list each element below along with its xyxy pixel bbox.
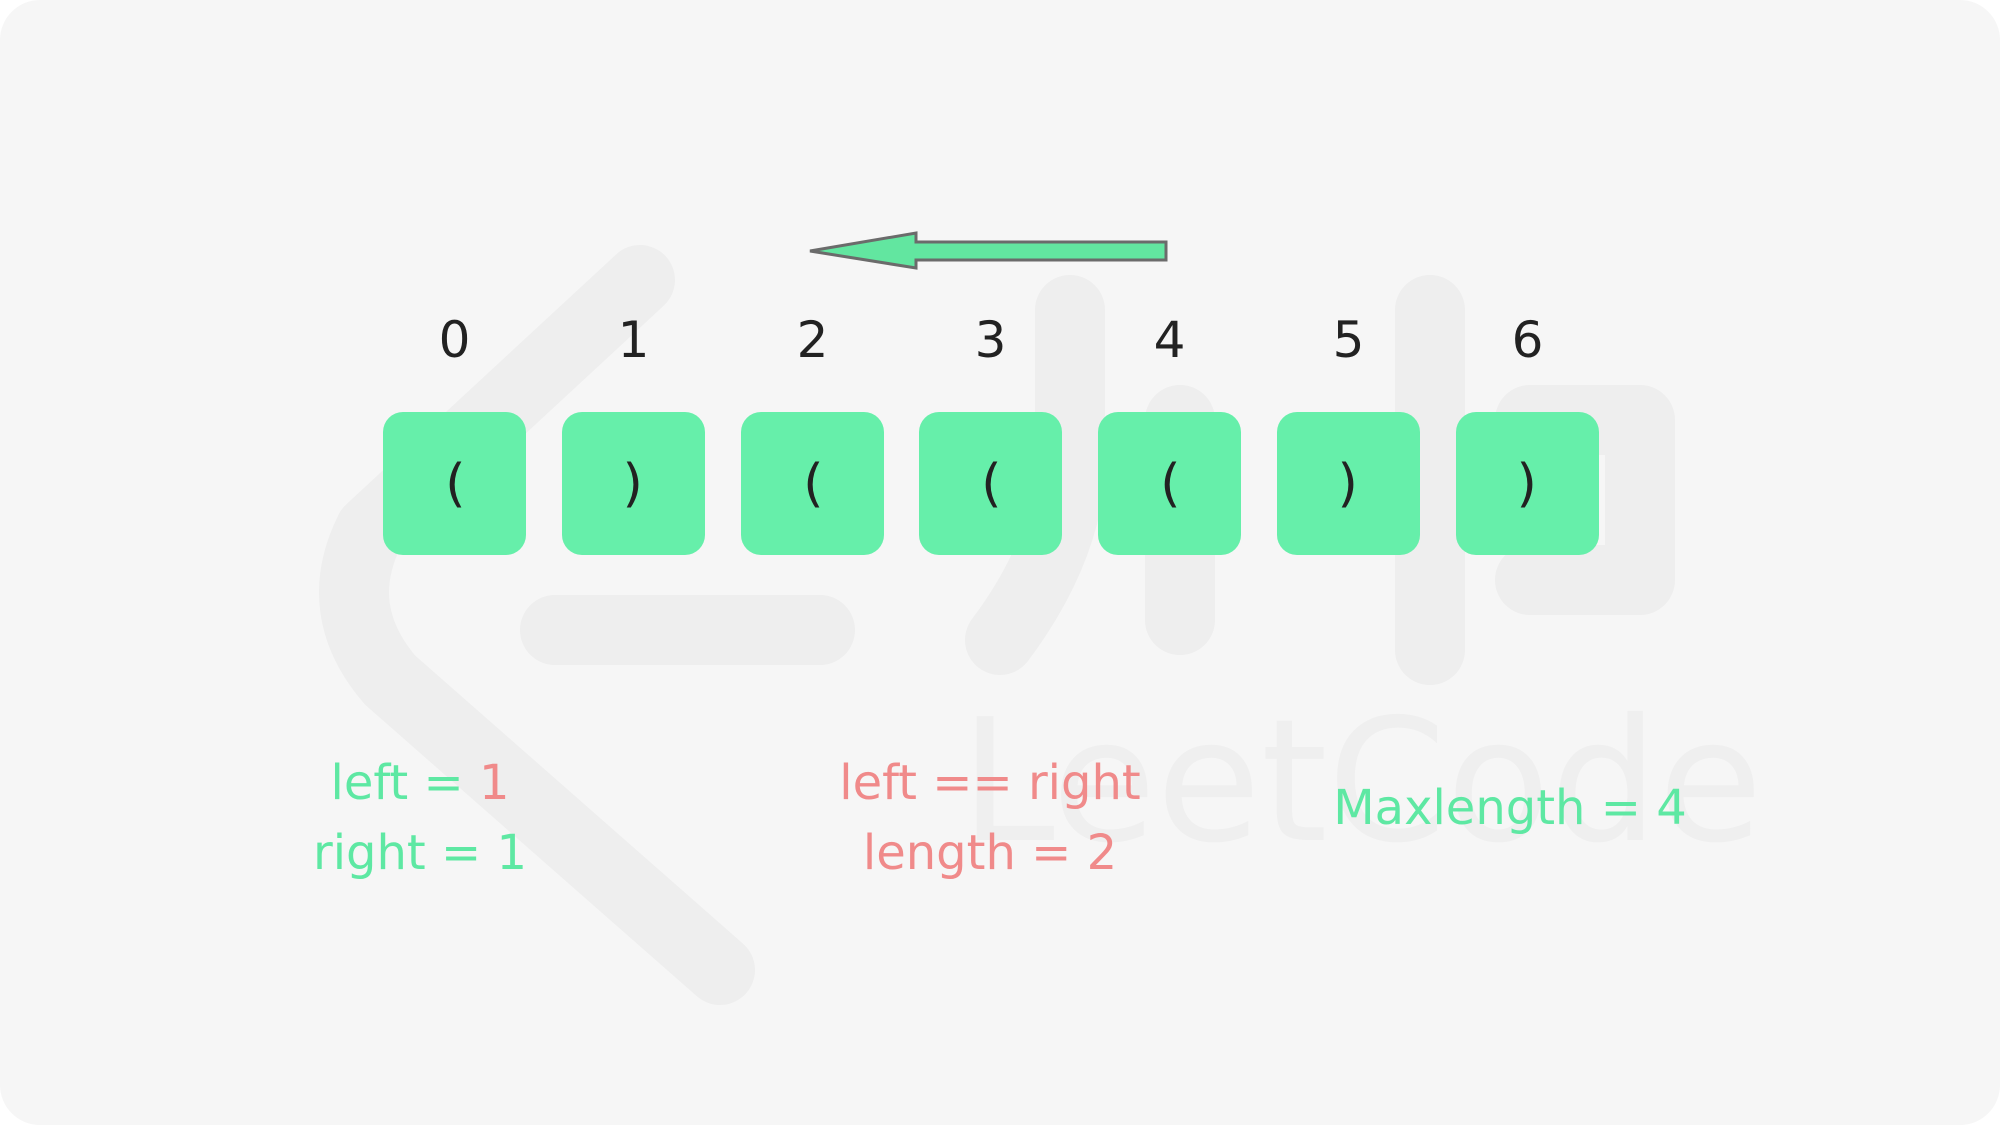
paren-char: ): [1332, 453, 1365, 514]
length-text: length = 2: [862, 825, 1118, 881]
paren-cell: (: [741, 412, 884, 555]
watermark-chevron: [319, 245, 755, 1005]
paren-cell: (: [1098, 412, 1241, 555]
watermark-stroke-1: [965, 275, 1105, 675]
arrow-shape: [809, 231, 1168, 270]
index-label: 0: [438, 311, 471, 369]
right-counter-value: 1: [496, 825, 528, 881]
index-label: 1: [617, 311, 650, 369]
index-label: 6: [1511, 311, 1544, 369]
index-label: 4: [1153, 311, 1186, 369]
paren-cell: ): [562, 412, 705, 555]
paren-char: ): [617, 453, 650, 514]
index-label: 2: [796, 311, 829, 369]
paren-char: (: [796, 453, 829, 514]
paren-cell: ): [1456, 412, 1599, 555]
paren-cell: (: [383, 412, 526, 555]
index-label: 5: [1332, 311, 1365, 369]
paren-cell: ): [1277, 412, 1420, 555]
paren-cell: (: [919, 412, 1062, 555]
left-counter-value: 1: [478, 755, 510, 811]
comparison-text: left == right: [839, 755, 1141, 811]
index-label: 3: [974, 311, 1007, 369]
paren-char: (: [974, 453, 1007, 514]
paren-char: (: [438, 453, 471, 514]
left-counter-label: left =: [330, 755, 479, 811]
right-counter-label: right =: [312, 825, 497, 881]
watermark-text: LeetCode: [960, 683, 1763, 881]
paren-char: (: [1153, 453, 1186, 514]
left-counter: left = 1: [300, 748, 540, 818]
paren-char: ): [1511, 453, 1544, 514]
right-counter: right = 1: [300, 818, 540, 888]
max-length-text: Maxlength = 4: [1333, 780, 1687, 836]
